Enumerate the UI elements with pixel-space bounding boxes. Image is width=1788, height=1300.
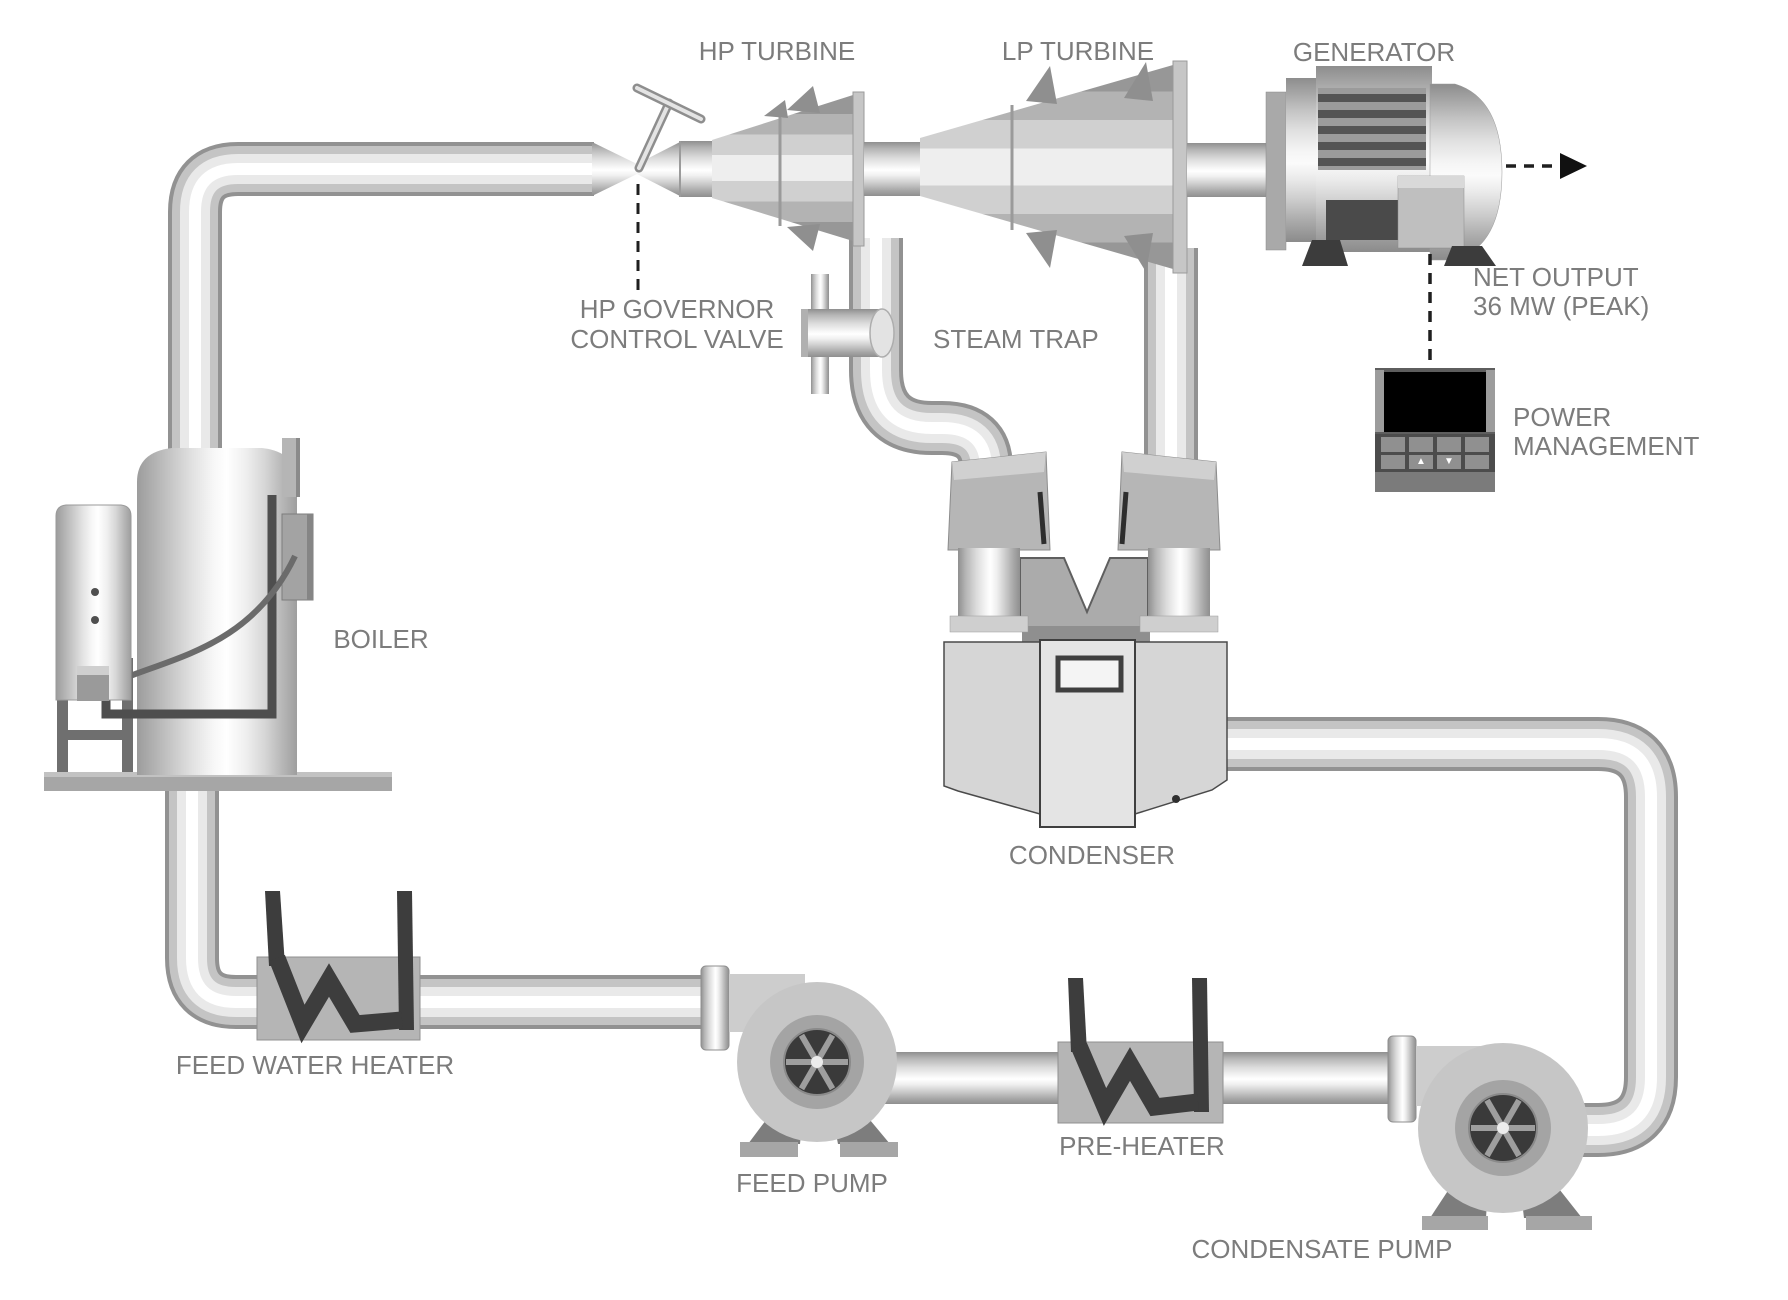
pipe-runs — [192, 169, 1651, 1130]
generator-foot-right — [1444, 246, 1496, 266]
feed-water-heater-label: FEED WATER HEATER — [175, 1050, 455, 1080]
hp-governor-valve-graphic — [592, 83, 714, 197]
condenser-graphic — [943, 451, 1228, 828]
annotations — [636, 153, 1587, 364]
lp-turbine-label: LP TURBINE — [1001, 36, 1155, 66]
feed-pump-graphic — [700, 965, 898, 1157]
pre-heater-element-icon — [1071, 1042, 1199, 1126]
pm-button — [1465, 437, 1489, 452]
generator-label: GENERATOR — [1292, 37, 1456, 67]
condensate-pump-flange — [1387, 1035, 1417, 1123]
power-management-screen — [1384, 372, 1486, 432]
net-output-label-line2: 36 MW (PEAK) — [1473, 291, 1650, 321]
boiler-cable — [128, 554, 298, 679]
boiler-label: BOILER — [333, 624, 429, 654]
generator-shaft — [1187, 143, 1268, 197]
pm-button — [1381, 454, 1405, 469]
pm-button — [1437, 437, 1461, 452]
steam-trap-graphic — [801, 274, 895, 394]
power-management-label-line1: POWER — [1513, 402, 1612, 432]
pre-heater-terminal-right — [1192, 978, 1209, 1112]
net-output-label: NET OUTPUT 36 MW (PEAK) — [1473, 263, 1649, 321]
condensate-pump-graphic — [1387, 1035, 1592, 1230]
feed-pump-inlet-flange — [700, 965, 730, 1051]
pm-down-arrow-button: ▼ — [1437, 454, 1461, 469]
generator-graphic — [1265, 66, 1503, 266]
generator-cooling-fins — [1318, 88, 1426, 170]
pre-heater-outlet-pipe — [1223, 1052, 1392, 1104]
generator-foot-left — [1302, 240, 1348, 266]
condenser-right-panel — [1134, 641, 1228, 816]
feed-water-heater-graphic — [256, 891, 421, 1044]
pm-button — [1409, 437, 1433, 452]
feed-pump-impeller-icon — [783, 1028, 851, 1096]
boiler-fuel-line — [101, 495, 277, 719]
condensate-pump-impeller-icon — [1468, 1093, 1538, 1163]
pre-heater-terminal-left — [1068, 978, 1087, 1052]
power-management-keypad: ▲ ▼ — [1375, 434, 1495, 472]
condenser-left-panel — [943, 641, 1041, 815]
condenser-chute — [1019, 557, 1149, 631]
pre-heater-graphic — [1057, 978, 1224, 1126]
condensate-pump-label: CONDENSATE PUMP — [1191, 1234, 1453, 1264]
power-management-label: POWER MANAGEMENT — [1513, 403, 1699, 461]
pm-button — [1465, 454, 1489, 469]
condenser-nameplate — [1055, 655, 1124, 693]
hp-governor-valve-label-line2: CONTROL VALVE — [570, 324, 784, 354]
hp-governor-valve-label: HP GOVERNOR CONTROL VALVE — [570, 294, 783, 354]
boiler-graphic — [44, 438, 392, 791]
heater-terminal-left — [265, 891, 285, 966]
valve-handle-icon — [632, 83, 706, 173]
power-management-label-line2: MANAGEMENT — [1513, 431, 1700, 461]
hp-turbine-graphic — [712, 86, 922, 251]
pm-up-arrow-button: ▲ — [1409, 454, 1433, 469]
hp-turbine-label: HP TURBINE — [698, 36, 856, 66]
pm-button — [1381, 437, 1405, 452]
hp-lp-crossover-pipe — [864, 142, 922, 196]
hp-governor-valve-label-line1: HP GOVERNOR — [579, 294, 775, 324]
boiler-vessel — [137, 448, 297, 775]
power-management-device: ▲ ▼ — [1375, 368, 1495, 492]
generator-junction-box — [1397, 175, 1465, 249]
lp-turbine-graphic — [920, 60, 1268, 274]
pre-heater-label: PRE-HEATER — [1059, 1131, 1225, 1161]
condenser-label: CONDENSER — [1008, 840, 1176, 870]
heater-terminal-right — [397, 891, 414, 1030]
burner — [55, 504, 132, 701]
net-output-label-line1: NET OUTPUT — [1473, 262, 1639, 292]
steam-trap-label: STEAM TRAP — [933, 324, 1099, 354]
heating-element-icon — [269, 954, 403, 1044]
output-arrow-icon — [1506, 153, 1587, 179]
power-management-base-strip — [1375, 472, 1495, 492]
feed-pump-label: FEED PUMP — [736, 1168, 888, 1198]
